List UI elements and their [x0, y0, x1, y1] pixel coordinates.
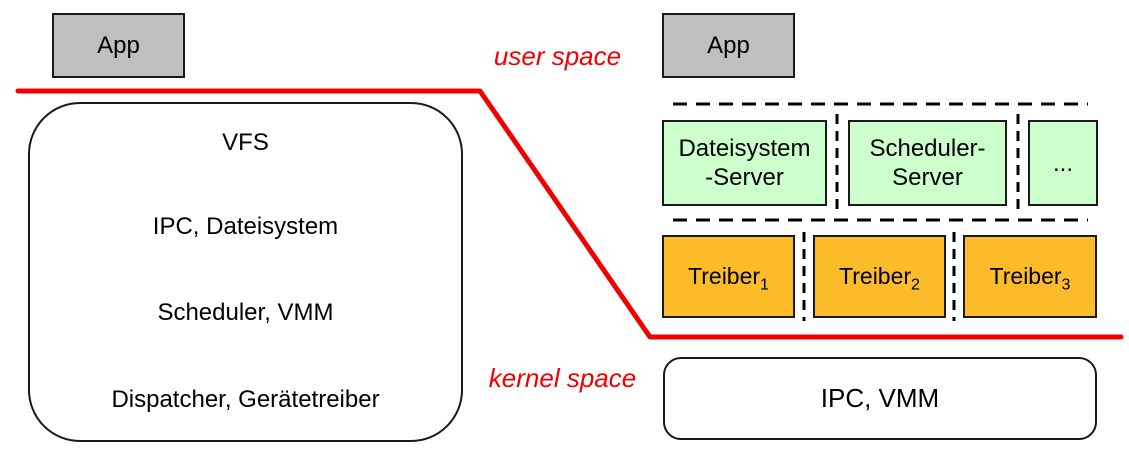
driver-label: Treiber2 — [839, 263, 920, 294]
left-app-box: App — [52, 13, 185, 78]
monolith-layer-scheduler-vmm: Scheduler, VMM — [157, 299, 334, 326]
treiber-3-box: Treiber3 — [963, 235, 1097, 318]
kernel-space-label: kernel space — [488, 363, 637, 393]
microkernel-ipc-vmm-box: IPC, VMM — [663, 357, 1097, 440]
dateisystem-server-box: Dateisystem -Server — [662, 120, 827, 206]
scheduler-server-box: Scheduler- Server — [848, 120, 1007, 206]
driver-label: Treiber1 — [688, 263, 769, 294]
server-label-line1: ... — [1052, 149, 1073, 177]
driver-label: Treiber3 — [989, 263, 1071, 294]
right-app-label: App — [707, 31, 750, 59]
treiber-2-box: Treiber2 — [813, 235, 946, 318]
driver-subscript: 1 — [760, 276, 769, 294]
server-label-line1: Dateisystem — [678, 135, 811, 162]
monolith-layer-dispatcher-geraetetreiber: Dispatcher, Gerätetreiber — [111, 386, 380, 413]
server-label-line1: Scheduler- — [869, 135, 986, 162]
monolith-layer-vfs: VFS — [222, 129, 269, 156]
server-label-line2: Server — [892, 164, 963, 191]
driver-subscript: 2 — [911, 276, 920, 294]
left-app-label: App — [97, 31, 140, 59]
monolith-layer-ipc-dateisystem: IPC, Dateisystem — [152, 213, 339, 240]
driver-subscript: 3 — [1061, 276, 1071, 294]
monolithic-kernel-box — [28, 102, 463, 442]
microkernel-label: IPC, VMM — [820, 383, 940, 413]
right-app-box: App — [662, 13, 795, 78]
ellipsis-server-box: ... — [1028, 120, 1098, 206]
user-space-label: user space — [493, 41, 622, 71]
server-label-line2: -Server — [705, 164, 784, 191]
treiber-1-box: Treiber1 — [662, 235, 795, 318]
